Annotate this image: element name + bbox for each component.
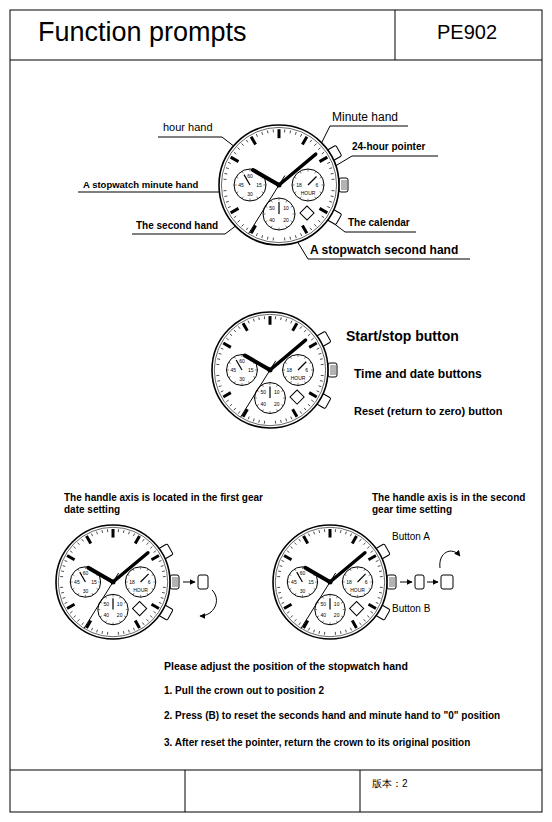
instruction-text: 3. After reset the pointer, return the c… <box>164 737 536 749</box>
callout-label: The calendar <box>348 217 410 229</box>
dial-number: 18 <box>287 368 293 373</box>
callout-label: A stopwatch minute hand <box>83 179 198 190</box>
callout-label: Start/stop button <box>346 328 459 345</box>
page-frame <box>10 10 542 812</box>
dial-number: 50 <box>260 390 266 395</box>
dial-number: 40 <box>321 613 327 618</box>
dial-number: 30 <box>247 192 253 197</box>
dial-number: 20 <box>283 218 289 223</box>
version-note: 版本：2 <box>372 778 408 790</box>
callout-label: Reset (return to zero) button <box>354 405 503 418</box>
leader-lines <box>78 126 470 259</box>
dial-number: 15 <box>308 580 314 585</box>
dial-number: 10 <box>117 601 123 606</box>
dial-number: 6 <box>305 368 308 373</box>
dial-number: 15 <box>248 368 254 373</box>
dial-number: 45 <box>291 580 297 585</box>
page-title: Function prompts <box>38 16 247 48</box>
callout-label: 24-hour pointer <box>352 141 425 153</box>
callout-label: The handle axis is located in the first … <box>64 492 279 516</box>
dial-number: HOUR <box>301 191 316 196</box>
dial-number: 40 <box>104 613 110 618</box>
dial-number: 30 <box>239 376 245 381</box>
dial-number: 18 <box>129 580 135 585</box>
dial-number: 60 <box>239 359 245 364</box>
dial-number: 50 <box>321 601 327 606</box>
dial-number: 45 <box>238 183 244 188</box>
dial-number: 45 <box>230 368 236 373</box>
dial-number: 50 <box>269 206 275 211</box>
dial-number: 45 <box>74 580 80 585</box>
callout-label: Button A <box>392 531 430 543</box>
watch-illustrations <box>56 125 396 639</box>
callout-label: Minute hand <box>332 110 398 124</box>
dial-number: 40 <box>269 218 275 223</box>
dial-number: HOUR <box>350 587 365 592</box>
dial-number: 30 <box>300 588 306 593</box>
dial-number: HOUR <box>291 375 306 380</box>
dial-number: 18 <box>346 580 352 585</box>
instruction-text: 2. Press (B) to reset the seconds hand a… <box>164 710 536 722</box>
dial-number: HOUR <box>133 587 148 592</box>
dial-number: 40 <box>260 401 266 406</box>
dial-number: 15 <box>256 183 262 188</box>
dial-number: 6 <box>316 183 319 188</box>
instruction-text: Please adjust the position of the stopwa… <box>164 660 408 673</box>
dial-number: 18 <box>296 183 302 188</box>
watch <box>212 312 337 428</box>
watch <box>273 525 396 639</box>
model-number: PE902 <box>437 20 497 44</box>
dial-number: 60 <box>247 174 253 179</box>
callout-label: Time and date buttons <box>354 367 482 381</box>
callout-label: The handle axis is in the second gear ti… <box>372 492 532 516</box>
watch <box>56 525 179 639</box>
dial-number: 30 <box>83 588 89 593</box>
watch <box>219 125 348 245</box>
callout-label: A stopwatch second hand <box>310 243 458 257</box>
dial-number: 6 <box>365 580 368 585</box>
instruction-text: 1. Pull the crown out to position 2 <box>164 685 536 697</box>
dial-number: 6 <box>148 580 151 585</box>
callout-label: The second hand <box>136 220 218 232</box>
dial-number: 10 <box>334 601 340 606</box>
dial-number: 60 <box>83 571 89 576</box>
dial-number: 10 <box>283 206 289 211</box>
dial-number: 60 <box>300 571 306 576</box>
callout-label: hour hand <box>163 121 213 134</box>
dial-number: 10 <box>274 390 280 395</box>
callout-label: Button B <box>392 603 430 615</box>
dial-number: 20 <box>117 613 123 618</box>
dial-number: 50 <box>104 601 110 606</box>
dial-number: 20 <box>274 401 280 406</box>
dial-number: 20 <box>334 613 340 618</box>
dial-number: 15 <box>91 580 97 585</box>
